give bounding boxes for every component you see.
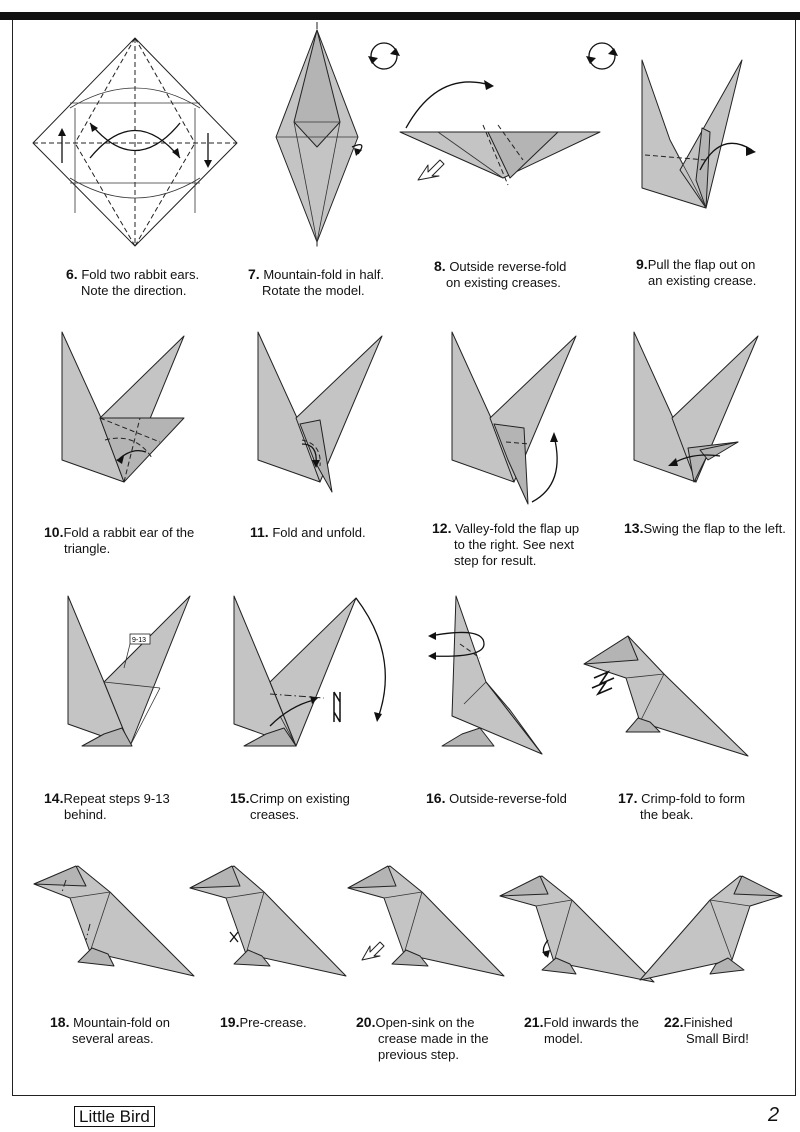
caption-line: several areas. xyxy=(72,1031,154,1046)
step-number: 22. xyxy=(664,1014,684,1030)
caption-line: Fold two rabbit ears. xyxy=(81,267,200,282)
caption-line: an existing crease. xyxy=(648,273,757,288)
footer-title: Little Bird xyxy=(74,1106,155,1127)
step-12-diagram xyxy=(450,331,590,512)
step-number: 18. xyxy=(50,1014,70,1030)
caption-line: Mountain-fold on xyxy=(73,1015,170,1030)
page-frame xyxy=(12,20,796,1096)
step-6-caption: 6. Fold two rabbit ears. Note the direct… xyxy=(66,266,199,299)
step-number: 7. xyxy=(248,266,260,282)
step-10-caption: 10.Fold a rabbit ear of the triangle. xyxy=(44,524,194,557)
step-number: 19. xyxy=(220,1014,240,1030)
caption-line: Rotate the model. xyxy=(262,283,365,298)
step-9-diagram xyxy=(640,59,780,220)
step-number: 16. xyxy=(426,790,446,806)
step-number: 14. xyxy=(44,790,64,806)
step-number: 10. xyxy=(44,524,64,540)
step-number: 9. xyxy=(636,256,648,272)
caption-line: Note the direction. xyxy=(81,283,187,298)
step-7-caption: 7. Mountain-fold in half. Rotate the mod… xyxy=(248,266,384,299)
top-bar xyxy=(0,12,800,20)
step-9-caption: 9.Pull the flap out on an existing creas… xyxy=(636,256,756,289)
step-17-diagram xyxy=(580,632,760,762)
caption-line: Fold and unfold. xyxy=(272,525,366,540)
step-6-diagram xyxy=(30,37,240,248)
caption-line: model. xyxy=(544,1031,584,1046)
step-10-diagram xyxy=(60,331,200,492)
step-15-diagram xyxy=(230,595,390,756)
step-18-caption: 18. Mountain-fold on several areas. xyxy=(50,1014,170,1047)
step-number: 15. xyxy=(230,790,250,806)
step-19-caption: 19.Pre-crease. xyxy=(220,1014,307,1031)
caption-line: Crimp-fold to form xyxy=(641,791,746,806)
caption-line: Mountain-fold in half. xyxy=(263,267,384,282)
step-14-diagram: 9-13 xyxy=(64,595,204,756)
step-12-caption: 12. Valley-fold the flap up to the right… xyxy=(432,520,579,569)
caption-line: creases. xyxy=(250,807,300,822)
step-number: 6. xyxy=(66,266,78,282)
caption-line: crease made in the xyxy=(378,1031,489,1046)
caption-line: Small Bird! xyxy=(686,1031,749,1046)
step-8-caption: 8. Outside reverse-fold on existing crea… xyxy=(434,258,566,291)
caption-line: the beak. xyxy=(640,807,694,822)
step-21-diagram xyxy=(496,870,666,1000)
step-13-diagram xyxy=(632,331,772,492)
step-7-diagram xyxy=(270,22,410,252)
step-13-caption: 13.Swing the flap to the left. xyxy=(624,520,786,537)
caption-line: step for result. xyxy=(454,553,537,568)
step-number: 17. xyxy=(618,790,638,806)
step-17-caption: 17. Crimp-fold to form the beak. xyxy=(618,790,745,823)
caption-line: Fold inwards the xyxy=(543,1015,639,1030)
caption-line: Repeat steps 9-13 xyxy=(63,791,170,806)
step-20-diagram xyxy=(344,862,514,992)
step-16-diagram xyxy=(424,595,584,756)
caption-line: Outside reverse-fold xyxy=(449,259,567,274)
caption-line: Pre-crease. xyxy=(239,1015,307,1030)
step-number: 21. xyxy=(524,1014,544,1030)
caption-line: previous step. xyxy=(378,1047,459,1062)
rotate-icon xyxy=(368,42,400,70)
step-number: 12. xyxy=(432,520,452,536)
rotate-icon xyxy=(586,42,618,70)
caption-line: on existing creases. xyxy=(446,275,561,290)
caption-line: to the right. See next xyxy=(454,537,574,552)
caption-line: Crimp on existing xyxy=(249,791,350,806)
step-19-diagram xyxy=(186,862,356,992)
step-16-caption: 16. Outside-reverse-fold xyxy=(426,790,567,807)
step-22-caption: 22.Finished Small Bird! xyxy=(664,1014,749,1047)
caption-line: Valley-fold the flap up xyxy=(455,521,580,536)
step-number: 8. xyxy=(434,258,446,274)
step-8-diagram xyxy=(398,80,608,190)
step-number: 13. xyxy=(624,520,644,536)
caption-line: Fold a rabbit ear of the xyxy=(63,525,195,540)
step-22-diagram xyxy=(636,870,796,1000)
step-20-caption: 20.Open-sink on the crease made in the p… xyxy=(356,1014,489,1063)
page-number: 2 xyxy=(768,1104,780,1126)
caption-line: triangle. xyxy=(64,541,111,556)
step-14-caption: 14.Repeat steps 9-13 behind. xyxy=(44,790,170,823)
caption-line: Outside-reverse-fold xyxy=(449,791,567,806)
step-18-diagram xyxy=(30,862,200,992)
caption-line: Pull the flap out on xyxy=(647,257,756,272)
step-11-caption: 11. Fold and unfold. xyxy=(250,524,366,541)
step-11-diagram xyxy=(256,331,396,502)
step-number: 11. xyxy=(250,524,269,540)
step-number: 20. xyxy=(356,1014,376,1030)
caption-line: Open-sink on the xyxy=(375,1015,475,1030)
caption-line: Swing the flap to the left. xyxy=(643,521,786,536)
caption-line: Finished xyxy=(683,1015,733,1030)
step-21-caption: 21.Fold inwards the model. xyxy=(524,1014,639,1047)
ref-label: 9-13 xyxy=(132,637,146,644)
caption-line: behind. xyxy=(64,807,107,822)
step-15-caption: 15.Crimp on existing creases. xyxy=(230,790,350,823)
